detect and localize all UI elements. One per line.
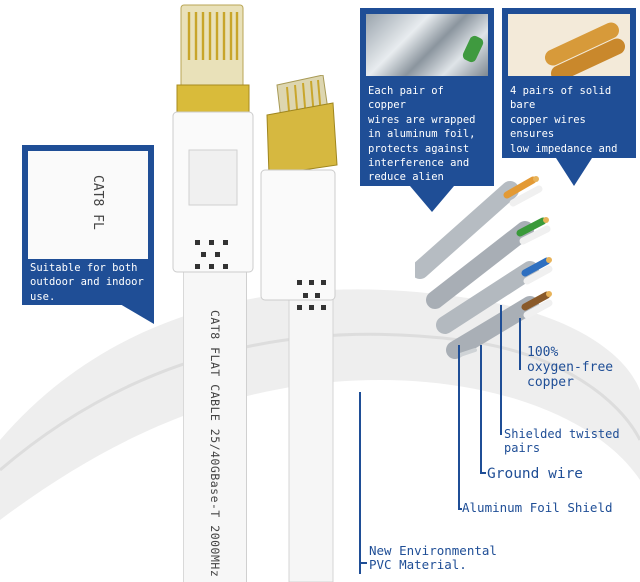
label-shielded-twisted-pairs: Shielded twisted pairs (504, 427, 620, 455)
pointer-foil-h (458, 508, 462, 510)
pointer-ground-h (480, 472, 486, 474)
callout-middle-tail (410, 186, 454, 212)
main-flat-cable: CAT8 FLAT CABLE 25/40GBase-T 2000MHz (183, 270, 247, 582)
callout-copper-wires: 4 pairs of solid bare copper wires ensur… (502, 8, 636, 198)
callout-outdoor-indoor: CAT8 FL Suitable for both outdoor and in… (22, 145, 154, 305)
pointer-pvc (359, 392, 361, 574)
copper-wire-photo (508, 14, 630, 76)
label-oxygen-free-copper: 100% oxygen-free copper (527, 345, 614, 390)
rj45-connector-right (260, 75, 338, 582)
label-aluminum-foil-shield: Aluminum Foil Shield (462, 500, 613, 515)
pointer-ground (480, 345, 482, 473)
rj45-connector-left (172, 4, 254, 273)
label-ground-wire: Ground wire (487, 466, 584, 482)
pointer-oxygen-free (519, 318, 521, 370)
callout-outdoor-indoor-text: Suitable for both outdoor and indoor use… (30, 262, 144, 303)
pointer-pvc-h (359, 562, 367, 564)
pointer-foil (458, 345, 460, 510)
twisted-pairs-illustration (415, 176, 553, 359)
cable-print-text: CAT8 FLAT CABLE 25/40GBase-T 2000MHz (208, 310, 222, 578)
callout-cable-print: CAT8 FL (90, 175, 105, 230)
cable-closeup-photo: CAT8 FL (28, 151, 148, 259)
callout-left-tail (120, 304, 154, 324)
callout-foil-shield-text: Each pair of copper wires are wrapped in… (368, 85, 476, 198)
callout-right-tail (556, 158, 592, 186)
pointer-shielded (500, 305, 502, 435)
callout-foil-shield: Each pair of copper wires are wrapped in… (360, 8, 494, 198)
label-pvc-material: New Environmental PVC Material. (369, 543, 497, 572)
foil-wire-photo (366, 14, 488, 76)
